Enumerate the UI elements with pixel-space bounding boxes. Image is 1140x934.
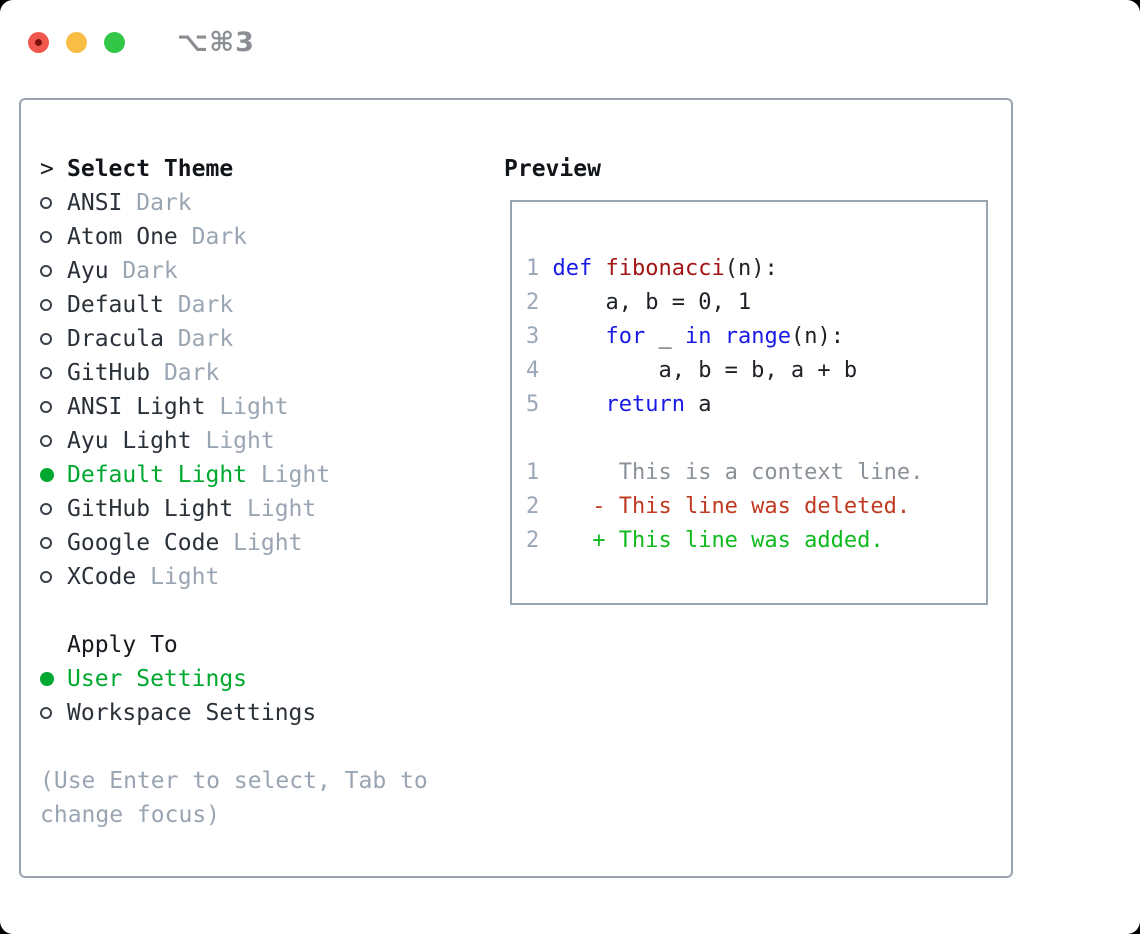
theme-variant: Dark (177, 224, 248, 250)
radio-glyph (40, 265, 52, 277)
radio-glyph (40, 537, 52, 549)
spacer (40, 628, 67, 662)
radio-glyph (40, 468, 54, 482)
hint-text: (Use Enter to select, Tab to change focu… (40, 768, 428, 828)
preview-line (526, 422, 978, 456)
theme-option-github-dark[interactable]: GitHub Dark (40, 356, 504, 390)
window-shortcut: ⌥⌘3 (177, 27, 255, 58)
theme-option-dracula-dark[interactable]: Dracula Dark (40, 322, 504, 356)
apply-option-user-settings[interactable]: User Settings (40, 662, 504, 696)
radio-selected-icon (40, 458, 67, 492)
theme-name: GitHub Light (67, 496, 234, 522)
theme-variant: Light (247, 462, 331, 488)
radio-selected-icon (40, 662, 67, 696)
preview-box: 1 def fibonacci(n): 2 a, b = 0, 1 3 for _ … (510, 200, 988, 605)
theme-name: GitHub (67, 360, 151, 386)
theme-option-ansi-dark[interactable]: ANSI Dark (40, 186, 504, 220)
theme-name: Dracula (67, 326, 164, 352)
preview-line: 2 a, b = 0, 1 (526, 290, 752, 315)
preview-line: 3 for _ in range(n): (526, 324, 844, 349)
preview-line: 5 return a (526, 392, 712, 417)
theme-name: ANSI Light (67, 394, 206, 420)
apply-option-workspace-settings[interactable]: Workspace Settings (40, 696, 504, 730)
select-theme-title: Select Theme (67, 156, 234, 182)
theme-option-xcode-light[interactable]: XCode Light (40, 560, 504, 594)
radio-glyph (40, 435, 52, 447)
titlebar: ⌥⌘3 (28, 27, 255, 58)
preview-line: 1 This is a context line. (526, 460, 924, 485)
radio-glyph (40, 197, 52, 209)
theme-name: Ayu Light (67, 428, 192, 454)
preview-lines: 1 def fibonacci(n): 2 a, b = 0, 1 3 for _ … (526, 252, 978, 558)
theme-variant: Dark (122, 190, 192, 216)
close-dot-icon (35, 39, 42, 46)
theme-option-ayu-dark[interactable]: Ayu Dark (40, 254, 504, 288)
theme-name: Default (67, 292, 164, 318)
radio-unselected-icon (40, 356, 67, 390)
preview-line: 2 + This line was added. (526, 528, 884, 553)
theme-option-ayu-light-light[interactable]: Ayu Light Light (40, 424, 504, 458)
radio-unselected-icon (40, 390, 67, 424)
cursor-icon: > (40, 156, 54, 182)
radio-unselected-icon (40, 288, 67, 322)
radio-unselected-icon (40, 696, 67, 730)
preview-title: Preview (504, 156, 601, 182)
theme-variant: Dark (108, 258, 178, 284)
radio-glyph (40, 367, 52, 379)
radio-glyph (40, 299, 52, 311)
theme-option-atom-one-dark[interactable]: Atom One Dark (40, 220, 504, 254)
preview-line: 1 def fibonacci(n): (526, 256, 778, 281)
theme-name: Ayu (67, 258, 109, 284)
theme-option-default-light-light[interactable]: Default Light Light (40, 458, 504, 492)
zoom-icon[interactable] (104, 32, 125, 53)
radio-glyph (40, 571, 52, 583)
theme-variant: Light (219, 530, 303, 556)
theme-name: XCode (67, 564, 137, 590)
radio-unselected-icon (40, 424, 67, 458)
theme-name: ANSI (67, 190, 123, 216)
theme-variant: Dark (163, 292, 234, 318)
theme-option-google-code-light[interactable]: Google Code Light (40, 526, 504, 560)
radio-unselected-icon (40, 560, 67, 594)
preview-line: 4 a, b = b, a + b (526, 358, 858, 383)
radio-unselected-icon (40, 492, 67, 526)
radio-glyph (40, 707, 52, 719)
radio-glyph (40, 401, 52, 413)
radio-unselected-icon (40, 186, 67, 220)
apply-to-title: Apply To (67, 632, 178, 658)
theme-option-ansi-light-light[interactable]: ANSI Light Light (40, 390, 504, 424)
preview-column: Preview 1 def fibonacci(n): 2 a, b = 0, 1… (504, 152, 1011, 832)
theme-variant: Light (205, 394, 289, 420)
radio-unselected-icon (40, 322, 67, 356)
radio-unselected-icon (40, 220, 67, 254)
close-icon[interactable] (28, 32, 49, 53)
radio-glyph (40, 503, 52, 515)
select-theme-header-row: > Select Theme (40, 152, 504, 186)
apply-to-header-row: Apply To (40, 628, 504, 662)
theme-name: Default Light (67, 462, 248, 488)
radio-glyph (40, 231, 52, 243)
radio-glyph (40, 672, 54, 686)
minimize-icon[interactable] (66, 32, 87, 53)
theme-variant: Light (191, 428, 275, 454)
apply-option-label: Workspace Settings (67, 700, 317, 726)
theme-name: Atom One (67, 224, 178, 250)
preview-line: 2 - This line was deleted. (526, 494, 911, 519)
theme-variant: Dark (150, 360, 220, 386)
theme-variant: Dark (163, 326, 234, 352)
theme-option-github-light-light[interactable]: GitHub Light Light (40, 492, 504, 526)
theme-variant: Light (233, 496, 317, 522)
radio-unselected-icon (40, 526, 67, 560)
theme-name: Google Code (67, 530, 220, 556)
theme-option-default-dark[interactable]: Default Dark (40, 288, 504, 322)
radio-unselected-icon (40, 254, 67, 288)
theme-variant: Light (136, 564, 220, 590)
apply-option-label: User Settings (67, 666, 248, 692)
radio-glyph (40, 333, 52, 345)
